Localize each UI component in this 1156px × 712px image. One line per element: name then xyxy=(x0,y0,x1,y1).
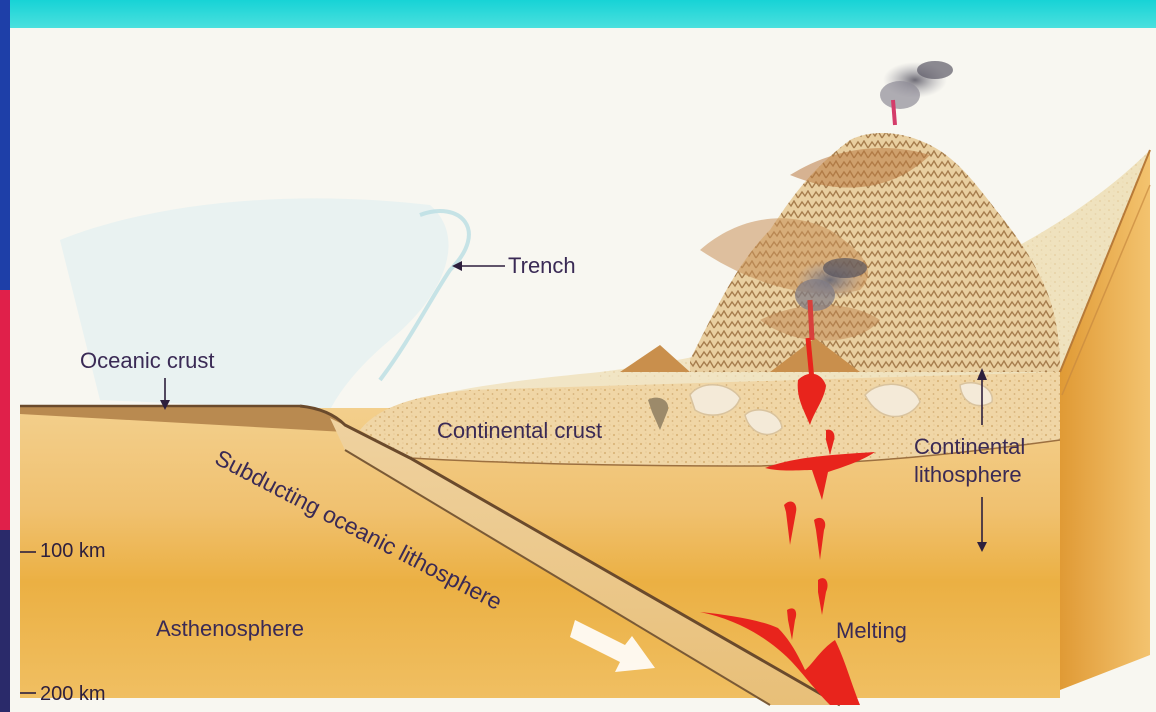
label-depth-200km: 200 km xyxy=(40,684,106,704)
screen-left-band-red xyxy=(0,290,10,530)
screen-left-band-blue xyxy=(0,0,10,290)
label-depth-100km: 100 km xyxy=(40,541,106,561)
label-asthenosphere: Asthenosphere xyxy=(156,618,304,640)
label-continental-lithosphere-2: lithosphere xyxy=(914,464,1022,486)
label-trench: Trench xyxy=(508,255,576,277)
label-continental-lithosphere-1: Continental xyxy=(914,436,1025,458)
label-melting: Melting xyxy=(836,620,907,642)
screen-top-band xyxy=(0,0,1156,32)
screen-left-band-dark xyxy=(0,530,10,712)
label-oceanic-crust: Oceanic crust xyxy=(80,350,215,372)
label-continental-crust: Continental crust xyxy=(437,420,602,442)
